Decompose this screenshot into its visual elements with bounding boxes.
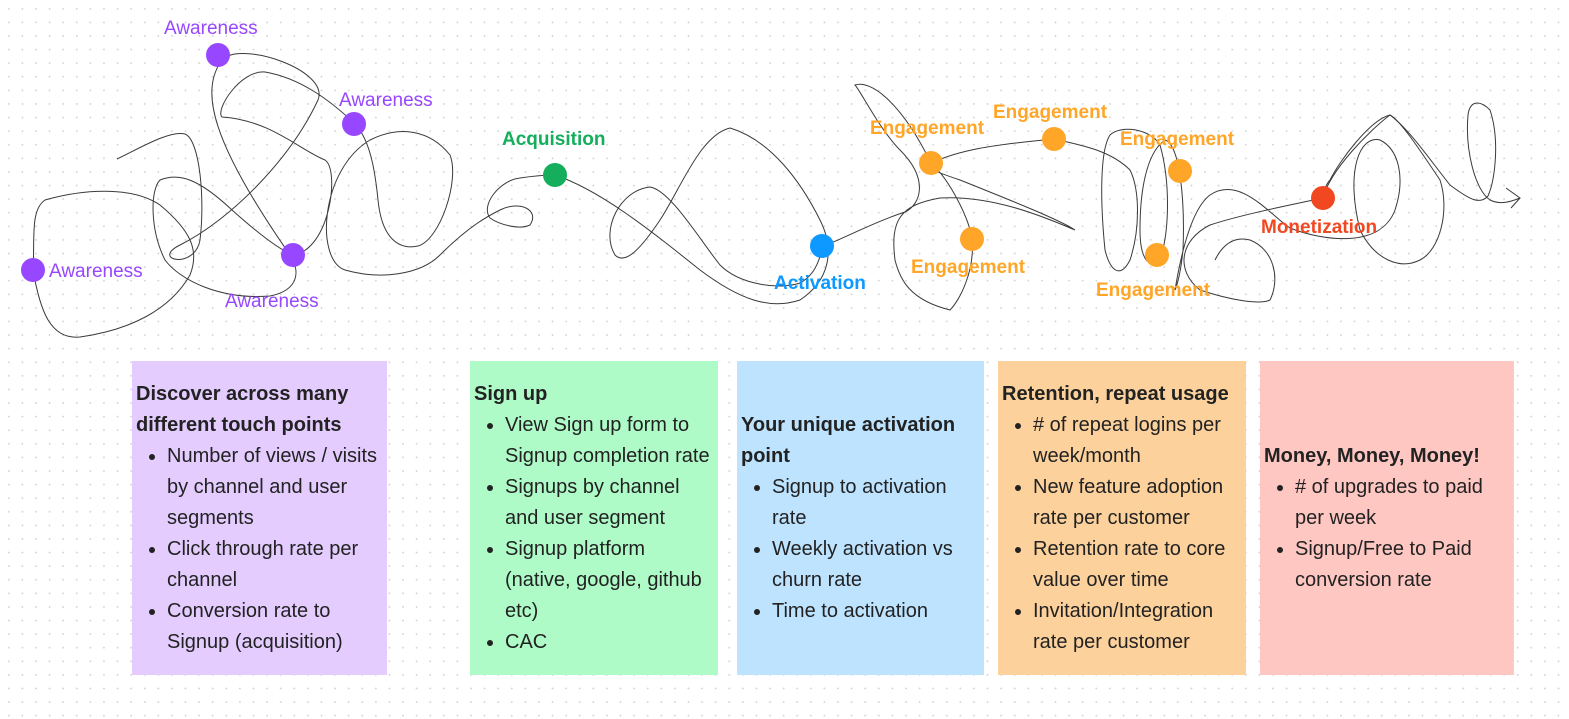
monetization-label: Monetization <box>1261 217 1378 238</box>
journey-scribble-line-left <box>32 190 195 338</box>
journey-scribble-tail <box>1322 102 1522 209</box>
acquisition-dot[interactable] <box>543 163 567 187</box>
metric-item: Invitation/Integration rate per customer <box>1033 596 1242 658</box>
card-title: Sign up <box>474 382 548 405</box>
journey-scribble-line <box>116 53 1445 311</box>
engagement-dot[interactable] <box>919 151 943 175</box>
awareness-dot[interactable] <box>21 258 45 282</box>
metric-item: Number of views / visits by channel and … <box>167 441 383 534</box>
metric-item: CAC <box>505 627 714 658</box>
metric-item: Signup platform (native, google, github … <box>505 534 714 627</box>
metric-list: Number of views / visits by channel and … <box>136 441 383 658</box>
awareness-dot[interactable] <box>206 43 230 67</box>
awareness-dot[interactable] <box>342 112 366 136</box>
metric-item: Signups by channel and user segment <box>505 472 714 534</box>
card-title: Your unique activation point <box>741 413 956 467</box>
engagement-dot[interactable] <box>1042 127 1066 151</box>
metric-item: Weekly activation vs churn rate <box>772 534 980 596</box>
metric-list: # of upgrades to paid per week Signup/Fr… <box>1264 472 1510 596</box>
metric-item: Click through rate per channel <box>167 534 383 596</box>
engagement-label: Engagement <box>1120 129 1235 150</box>
activation-dot[interactable] <box>810 234 834 258</box>
metric-item: Signup to activation rate <box>772 472 980 534</box>
engagement-dot[interactable] <box>1145 243 1169 267</box>
metric-item: Retention rate to core value over time <box>1033 534 1242 596</box>
engagement-label: Engagement <box>993 102 1108 123</box>
card-title: Money, Money, Money! <box>1264 444 1480 467</box>
engagement-card[interactable]: Retention, repeat usage # of repeat logi… <box>998 361 1246 675</box>
awareness-card[interactable]: Discover across many different touch poi… <box>132 361 387 675</box>
engagement-dot[interactable] <box>1168 159 1192 183</box>
awareness-dot[interactable] <box>281 243 305 267</box>
metric-item: # of repeat logins per week/month <box>1033 410 1242 472</box>
acquisition-label: Acquisition <box>502 129 606 150</box>
engagement-label: Engagement <box>911 257 1026 278</box>
monetization-card[interactable]: Money, Money, Money! # of upgrades to pa… <box>1260 361 1514 675</box>
acquisition-card[interactable]: Sign up View Sign up form to Signup comp… <box>470 361 718 675</box>
card-title: Retention, repeat usage <box>1002 382 1229 405</box>
metric-item: Time to activation <box>772 596 980 627</box>
awareness-label: Awareness <box>225 291 319 312</box>
awareness-label: Awareness <box>339 90 433 111</box>
engagement-label: Engagement <box>1096 280 1211 301</box>
metric-item: Signup/Free to Paid conversion rate <box>1295 534 1510 596</box>
awareness-label: Awareness <box>164 18 258 39</box>
activation-card[interactable]: Your unique activation point Signup to a… <box>737 361 984 675</box>
metric-list: # of repeat logins per week/month New fe… <box>1002 410 1242 658</box>
metric-item: Conversion rate to Signup (acquisition) <box>167 596 383 658</box>
card-title: Discover across many different touch poi… <box>136 382 349 436</box>
awareness-label: Awareness <box>49 261 143 282</box>
engagement-label: Engagement <box>870 118 985 139</box>
engagement-dot[interactable] <box>960 227 984 251</box>
activation-label: Activation <box>774 273 866 294</box>
monetization-dot[interactable] <box>1311 186 1335 210</box>
metric-item: New feature adoption rate per customer <box>1033 472 1242 534</box>
metric-list: View Sign up form to Signup completion r… <box>474 410 714 658</box>
metric-list: Signup to activation rate Weekly activat… <box>741 472 980 627</box>
metric-item: # of upgrades to paid per week <box>1295 472 1510 534</box>
metric-item: View Sign up form to Signup completion r… <box>505 410 714 472</box>
